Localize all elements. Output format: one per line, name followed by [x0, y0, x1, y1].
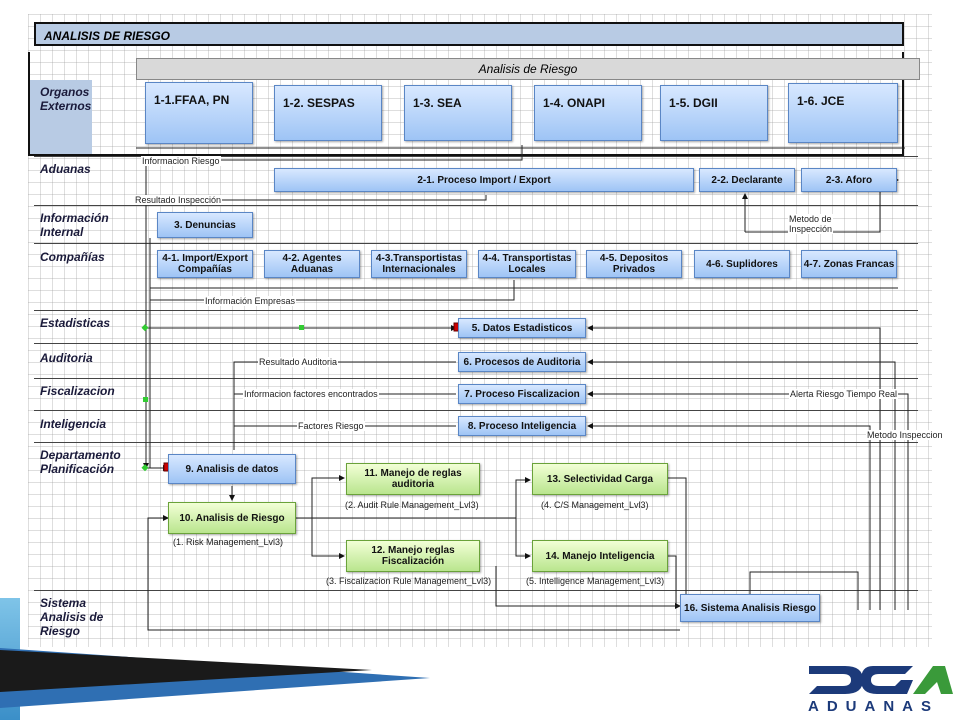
lane-divider [34, 343, 918, 344]
box-dgii[interactable]: 1-5. DGII [660, 85, 768, 141]
box-proceso-import-export[interactable]: 2-1. Proceso Import / Export [274, 168, 694, 192]
note-informacion-factores: Informacion factores encontrados [243, 389, 379, 399]
box-ffaa-pn[interactable]: 1-1.FFAA, PN [145, 82, 253, 144]
lane-divider [34, 590, 918, 591]
organos-label-bg [30, 80, 92, 154]
lane-label-companias: Compañías [40, 250, 105, 264]
sublabel-risk: (1. Risk Management_Lvl3) [173, 537, 284, 547]
note-factores-riesgo: Factores Riesgo [297, 421, 365, 431]
box-manejo-inteligencia[interactable]: 14. Manejo Inteligencia [532, 540, 668, 572]
lane-divider [34, 442, 918, 443]
slide-triangle-dark [0, 650, 372, 692]
sublabel-intel: (5. Intelligence Management_Lvl3) [526, 576, 665, 586]
note-resultado-auditoria: Resultado Auditoria [258, 357, 339, 367]
lane-divider [34, 205, 918, 206]
box-suplidores[interactable]: 4-6. Suplidores [694, 250, 790, 278]
box-aforo[interactable]: 2-3. Aforo [801, 168, 897, 192]
box-selectividad-carga[interactable]: 13. Selectividad Carga [532, 463, 668, 495]
lane-label-inteligencia: Inteligencia [40, 417, 107, 431]
lane-divider [34, 378, 918, 379]
lane-divider [34, 310, 918, 311]
note-informacion-empresas: Información Empresas [204, 296, 297, 306]
lane-label-estadisticas: Estadisticas [40, 316, 111, 330]
box-declarante[interactable]: 2-2. Declarante [699, 168, 795, 192]
box-sistema-analisis-riesgo[interactable]: 16. Sistema Analisis Riesgo [680, 594, 820, 622]
organos-frame [28, 52, 904, 156]
box-zonas-francas[interactable]: 4-7. Zonas Francas [801, 250, 897, 278]
box-onapi[interactable]: 1-4. ONAPI [534, 85, 642, 141]
box-procesos-auditoria[interactable]: 6. Procesos de Auditoria [458, 352, 586, 372]
box-proceso-fiscalizacion[interactable]: 7. Proceso Fiscalizacion [458, 384, 586, 404]
lane-label-fiscalizacion: Fiscalizacion [40, 384, 115, 398]
box-denuncias[interactable]: 3. Denuncias [157, 212, 253, 238]
lane-divider [34, 156, 918, 157]
lane-divider [34, 410, 918, 411]
box-analisis-datos[interactable]: 9. Analisis de datos [168, 454, 296, 484]
lane-divider [34, 243, 918, 244]
note-metodo-inspeccion-2: Metodo Inspeccion [866, 430, 944, 440]
diagram-title: ANALISIS DE RIESGO [34, 22, 904, 46]
dga-logo [809, 666, 953, 694]
box-analisis-riesgo[interactable]: 10. Analisis de Riesgo [168, 502, 296, 534]
note-informacion-riesgo: Informacion Riesgo [141, 156, 221, 166]
box-proceso-inteligencia[interactable]: 8. Proceso Inteligencia [458, 416, 586, 436]
sublabel-cs: (4. C/S Management_Lvl3) [541, 500, 649, 510]
lane-label-auditoria: Auditoria [40, 351, 93, 365]
box-jce[interactable]: 1-6. JCE [788, 83, 898, 143]
diagram-header: Analisis de Riesgo [136, 58, 920, 80]
lane-label-aduanas: Aduanas [40, 162, 91, 176]
sublabel-fisc: (3. Fiscalizacion Rule Management_Lvl3) [326, 576, 492, 586]
note-alerta-riesgo: Alerta Riesgo Tiempo Real [789, 389, 899, 399]
sublabel-audit: (2. Audit Rule Management_Lvl3) [345, 500, 479, 510]
logo-text: ADUANAS [808, 698, 939, 715]
box-sespas[interactable]: 1-2. SESPAS [274, 85, 382, 141]
box-sea[interactable]: 1-3. SEA [404, 85, 512, 141]
note-resultado-inspeccion: Resultado Inspección [134, 195, 223, 205]
box-datos-estadisticos[interactable]: 5. Datos Estadisticos [458, 318, 586, 338]
